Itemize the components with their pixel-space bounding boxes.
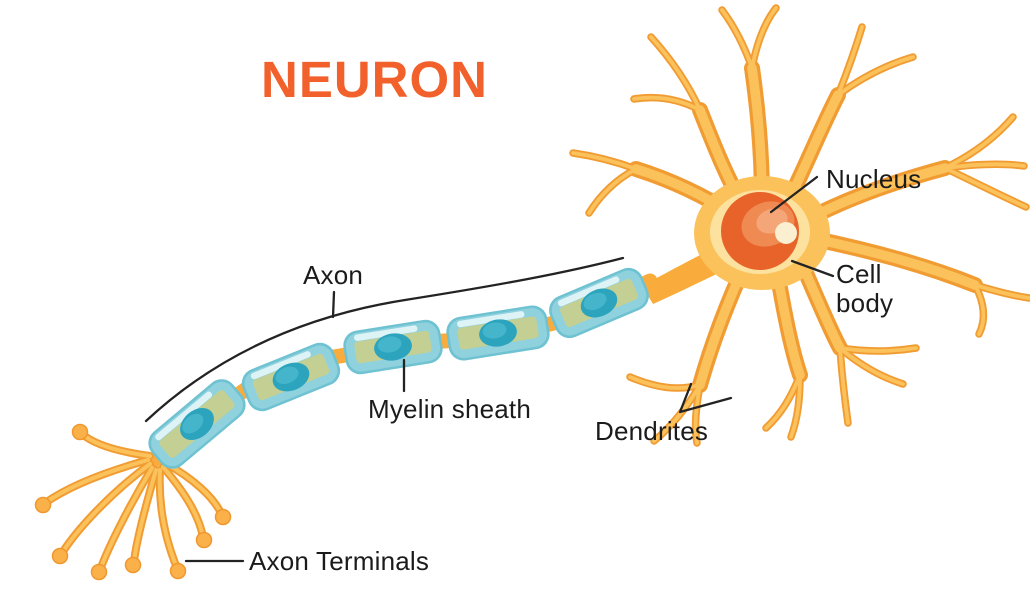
myelin-segment	[446, 305, 550, 361]
axon-label: Axon	[303, 260, 364, 290]
diagram-title: NEURON	[261, 51, 489, 108]
axon-leader-tick	[331, 290, 336, 319]
leader-lines	[144, 175, 835, 563]
nucleus-leader-line	[769, 175, 819, 214]
terminal-bulbs	[34, 423, 232, 581]
myelin-segment	[549, 267, 649, 339]
myelin-segment	[343, 319, 443, 375]
dendrites-leader-lines	[678, 382, 733, 414]
cell-body-label: Cell body	[836, 259, 894, 319]
myelin-sheath-label: Myelin sheath	[368, 394, 532, 424]
nucleus	[721, 192, 799, 270]
cell-body-leader-line	[790, 259, 835, 278]
dendrites-label: Dendrites	[595, 416, 709, 446]
myelin-segment	[148, 379, 246, 469]
nucleus-label: Nucleus	[826, 164, 922, 194]
axon-leader-curve	[144, 256, 625, 423]
axon-terminals-label: Axon Terminals	[249, 546, 430, 576]
myelin-sheath	[148, 267, 649, 469]
myelin-segment	[241, 342, 341, 412]
nucleus-highlight	[775, 222, 797, 244]
